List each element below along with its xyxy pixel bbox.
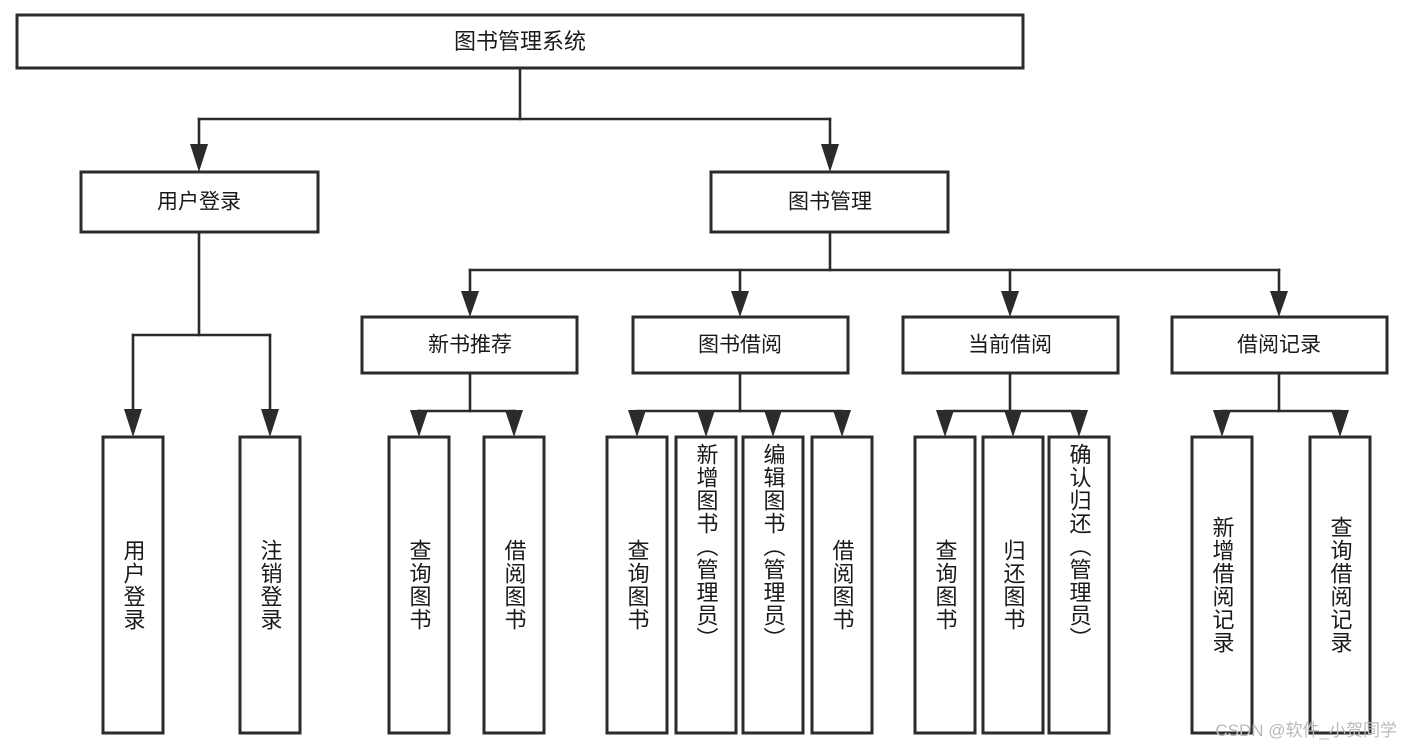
node-new-book-label: 新书推荐 <box>428 334 512 357</box>
node-borrow-record-box[interactable] <box>1170 315 1389 375</box>
arrow-head-current <box>1001 291 1019 317</box>
arrow-head-cu-leaf-2 <box>1004 410 1022 437</box>
leaf-box-cu-return-book[interactable] <box>981 435 1045 735</box>
arrow-head-nb-leaf-1 <box>410 410 428 437</box>
arrow-head-re-leaf-2 <box>1331 410 1349 437</box>
leaf-box-logout[interactable] <box>238 435 302 735</box>
node-book-borrow-box[interactable] <box>631 315 850 375</box>
node-layer: 图书管理系统 用户登录 图书管理 新书推荐 图书借阅 当前借阅 借阅记录 <box>15 13 1389 735</box>
arrow-head-book-manage <box>821 144 839 172</box>
node-current-borrow-label: 当前借阅 <box>968 334 1052 357</box>
leaf-box-user-login[interactable] <box>101 435 165 735</box>
connector-layer <box>124 66 1349 437</box>
leaf-box-re-query-record[interactable] <box>1308 435 1372 735</box>
arrow-head-borrow <box>731 291 749 317</box>
arrow-head-new-book <box>461 291 479 317</box>
arrow-head-leaf-logout <box>261 409 279 437</box>
node-user-login-box[interactable] <box>79 170 320 234</box>
leaf-box-cu-query-book[interactable] <box>913 435 977 735</box>
arrow-head-re-leaf-1 <box>1213 410 1231 437</box>
node-root-box[interactable] <box>15 13 1025 70</box>
node-book-manage-box[interactable] <box>709 170 950 234</box>
leaf-box-bo-add-book[interactable] <box>674 435 738 735</box>
arrow-head-bo-leaf-4 <box>833 410 851 437</box>
node-borrow-record-label: 借阅记录 <box>1237 334 1321 357</box>
arrow-head-cu-leaf-1 <box>936 410 954 437</box>
arrow-head-record <box>1270 291 1288 317</box>
arrow-head-leaf-user-login <box>124 409 142 437</box>
arrow-head-nb-leaf-2 <box>505 410 523 437</box>
leaf-box-bo-edit-book[interactable] <box>741 435 805 735</box>
leaf-box-bo-borrow-book[interactable] <box>810 435 874 735</box>
leaf-box-nb-query-book[interactable] <box>387 435 451 735</box>
leaf-box-cu-confirm-return[interactable] <box>1047 435 1111 735</box>
node-book-manage-label: 图书管理 <box>788 191 872 214</box>
node-book-borrow-label: 图书借阅 <box>698 334 782 357</box>
leaf-box-nb-borrow-book[interactable] <box>482 435 546 735</box>
arrow-head-cu-leaf-3 <box>1070 410 1088 437</box>
csdn-watermark: CSDN @软件_小贺同学 <box>1215 721 1397 740</box>
node-user-login-label: 用户登录 <box>157 191 241 214</box>
node-new-book-box[interactable] <box>360 315 579 375</box>
node-root-label: 图书管理系统 <box>454 29 586 54</box>
arrow-head-bo-leaf-2 <box>697 410 715 437</box>
node-current-borrow-box[interactable] <box>901 315 1120 375</box>
arrow-head-bo-leaf-1 <box>628 410 646 437</box>
arrow-head-user-login <box>190 144 208 172</box>
leaf-box-bo-query-book[interactable] <box>605 435 669 735</box>
arrow-head-bo-leaf-3 <box>764 410 782 437</box>
leaf-box-re-add-record[interactable] <box>1190 435 1254 735</box>
